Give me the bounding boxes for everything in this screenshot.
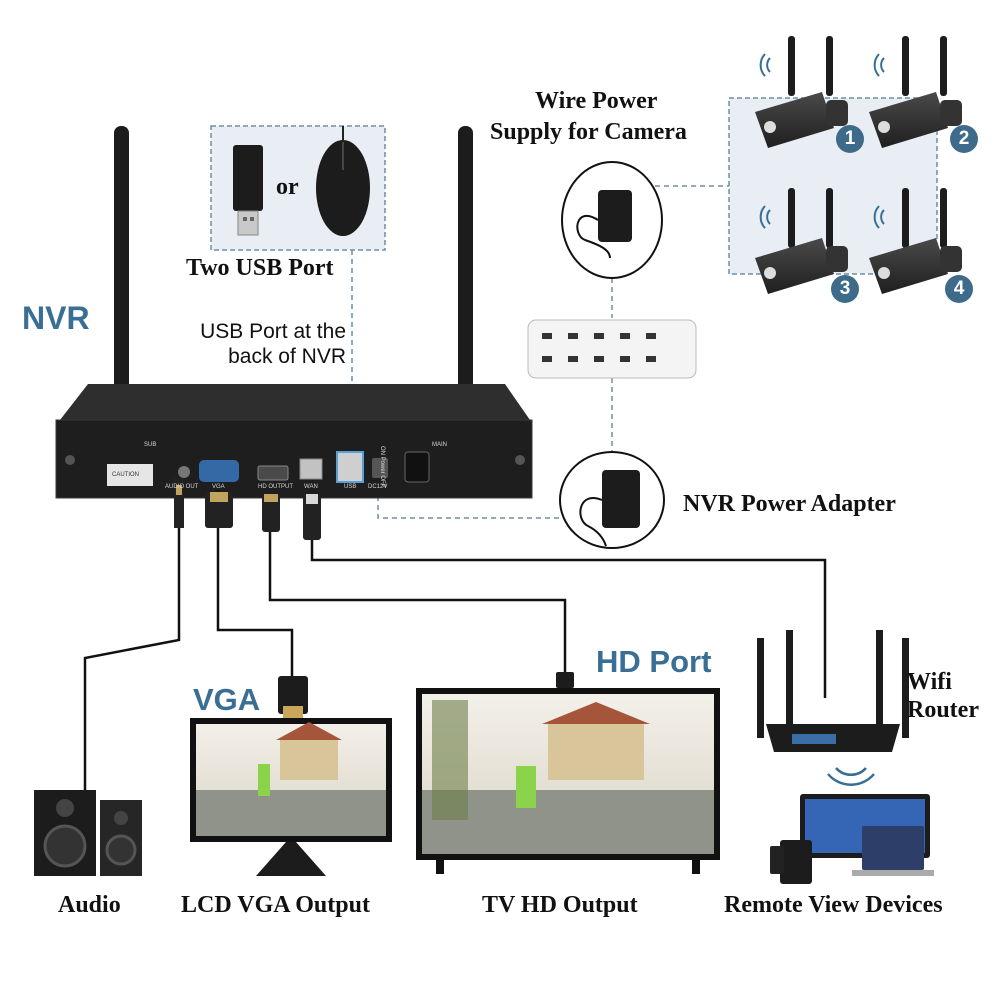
power-strip-sockets	[542, 333, 656, 362]
nvr-wan-label: WAN	[304, 484, 318, 490]
hdmi-connector-icon	[556, 672, 574, 688]
tv-hd-output-label: TV HD Output	[482, 892, 638, 918]
wireless-signal-icon	[827, 767, 875, 786]
vga-connector-icon	[278, 676, 308, 720]
power-strip-icon	[527, 319, 697, 379]
nvr-power-adapter-icon	[559, 451, 665, 549]
nvr-caution-label: CAUTION	[112, 472, 139, 478]
nvr-power-adapter-label: NVR Power Adapter	[683, 491, 896, 517]
speakers-icon	[34, 790, 142, 876]
ethernet-plug-icon	[303, 494, 321, 540]
nvr-power-switch-label: ON Power OFF	[379, 446, 385, 488]
camera-3-badge: 3	[831, 275, 859, 303]
camera-1-badge: 1	[836, 125, 864, 153]
wire-power-label-line1: Wire Power	[535, 88, 658, 114]
audio-output-label: Audio	[58, 892, 121, 918]
audio-plug-icon	[174, 478, 184, 528]
wifi-router-label-line2: Router	[907, 697, 979, 723]
usb-accessory-panel	[210, 125, 386, 251]
camera-power-supply-icon	[561, 161, 663, 279]
hdmi-plug-icon	[262, 494, 280, 532]
vga-port-label: VGA	[193, 682, 261, 717]
nvr-box	[55, 384, 533, 499]
nvr-audio-out-label: AUDIO OUT	[165, 484, 199, 490]
nvr-hd-output-label: HD OUTPUT	[258, 484, 293, 490]
usb-back-label-line1: USB Port at the	[200, 320, 346, 343]
vga-plug-icon	[205, 492, 233, 528]
camera-1	[755, 36, 848, 148]
usb-back-label-line2: back of NVR	[228, 345, 346, 368]
mouse-icon	[316, 126, 370, 236]
camera-4	[869, 188, 962, 294]
usb-dongle-icon	[233, 145, 263, 236]
camera-2-badge: 2	[950, 125, 978, 153]
hd-port-label: HD Port	[596, 644, 712, 679]
nvr-sub-antenna-label: SUB	[144, 442, 157, 448]
remote-view-devices-label: Remote View Devices	[724, 892, 943, 918]
nvr-main-antenna-label: MAIN	[432, 442, 447, 448]
lcd-vga-output-label: LCD VGA Output	[181, 892, 370, 918]
nvr-vga-port-label: VGA	[212, 484, 225, 490]
tv-monitor	[416, 688, 720, 874]
signal-cables	[83, 480, 827, 790]
wifi-router-label-line1: Wifi	[907, 669, 952, 695]
nvr-dc12v-label: DC12V	[368, 484, 388, 490]
wire-power-label-line2: Supply for Camera	[490, 119, 687, 145]
nvr-usb-label: USB	[344, 484, 357, 490]
wifi-router	[757, 630, 909, 752]
lcd-monitor	[190, 718, 392, 876]
remote-view-devices-icon	[770, 794, 934, 884]
wifi-signal-icons	[759, 53, 885, 229]
camera-2	[869, 36, 962, 148]
camera-4-badge: 4	[945, 275, 973, 303]
usb-or-label: or	[276, 174, 299, 200]
two-usb-port-label: Two USB Port	[186, 255, 334, 281]
camera-3	[755, 188, 848, 294]
nvr-title: NVR	[22, 300, 90, 336]
